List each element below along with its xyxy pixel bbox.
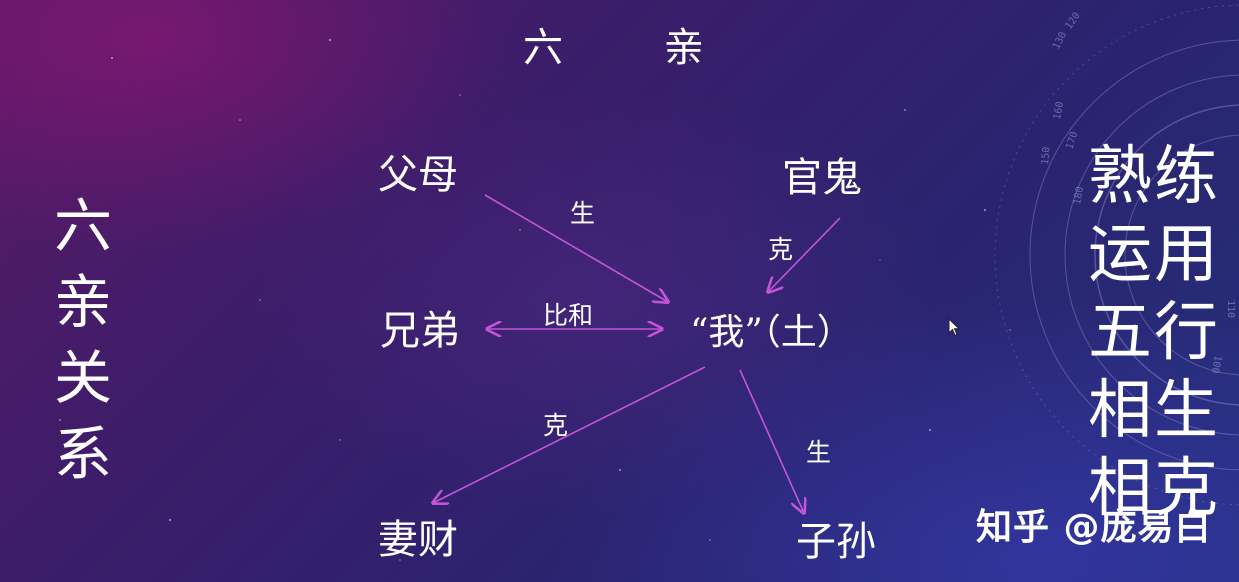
dial-number: 180 (1072, 186, 1086, 206)
dial-rings (994, 4, 1239, 506)
dial-number: 100 (1209, 354, 1223, 374)
slide-title: 六 亲 (523, 25, 748, 71)
edge-label-guangui-wo: 克 (768, 235, 794, 264)
node-guangui: 官鬼 (782, 155, 862, 201)
node-qicai: 妻财 (378, 517, 458, 563)
zhihu-watermark: 知乎 @庞易白 (976, 507, 1212, 548)
mouse-cursor-icon (948, 318, 961, 337)
edge-label-fumu-wo: 生 (570, 199, 596, 228)
edge-label-xiongdi-wo: 比和 (543, 301, 594, 330)
arrow-wo-to-zisun (739, 369, 804, 513)
node-fumu: 父母 (378, 152, 458, 198)
dial-number: 150 (1040, 146, 1053, 165)
arrow-guangui-to-wo (768, 217, 841, 292)
node-xiongdi: 兄弟 (380, 308, 460, 354)
dial-number: 160 (1052, 101, 1066, 121)
arrow-wo-to-qicai (433, 366, 706, 503)
left-vertical-heading: 六亲关系 (53, 192, 112, 488)
edge-label-wo-qicai: 克 (543, 411, 569, 440)
node-zisun: 子孙 (796, 519, 876, 565)
dial-number: 170 (1064, 130, 1080, 151)
star-field (59, 38, 1011, 561)
arrow-fumu-to-wo (484, 194, 668, 302)
node-wo: “我”（土） (690, 312, 853, 353)
right-vertical-heading: 熟练运用五行相生相克 (1088, 140, 1220, 526)
edge-label-wo-zisun: 生 (806, 438, 832, 467)
dial-number: 110 (1225, 300, 1236, 318)
